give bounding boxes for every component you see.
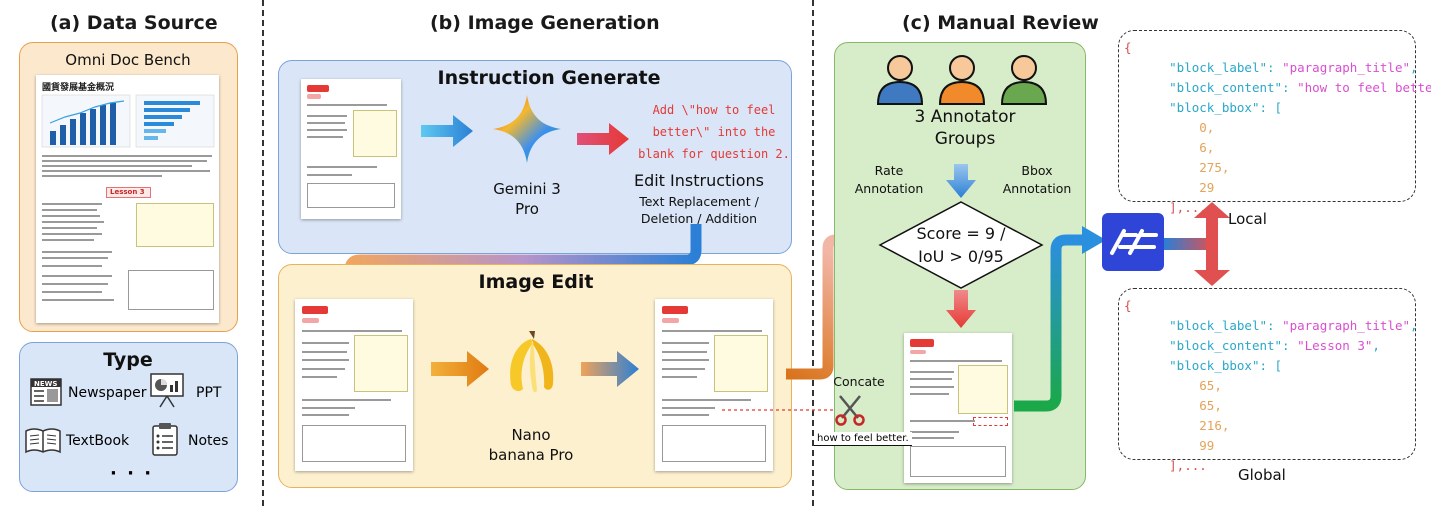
- ppt-icon: [150, 373, 184, 408]
- type-textbook: TextBook: [66, 433, 130, 449]
- instruction-generate-title: Instruction Generate: [437, 67, 661, 89]
- type-panel: Type NEWS Newspaper PPT TextBook Notes ·: [19, 342, 238, 492]
- connector-logo-to-outputs: [1164, 202, 1230, 286]
- data-source-panel: Omni Doc Bench 國貨發展基金概況 Lesson 3: [19, 42, 238, 332]
- instruction-generate-panel: Instruction Generate Gemini 3 Pro Add \"…: [278, 60, 792, 254]
- rate-annotation-label: Rate Annotation: [854, 163, 924, 196]
- notes-icon: [152, 423, 178, 456]
- concate-label: Concate: [833, 374, 885, 389]
- global-json-box: [1118, 288, 1416, 460]
- decision-diamond: [878, 201, 1044, 289]
- omni-doc-sample: 國貨發展基金概況 Lesson 3: [36, 75, 219, 323]
- divider-right: [812, 0, 814, 506]
- doc-title: 國貨發展基金概況: [42, 83, 115, 93]
- local-label: Local: [1228, 210, 1267, 228]
- section-title-data-source: (a) Data Source: [50, 12, 218, 34]
- edit-types-label: Text Replacement / Deletion / Addition: [639, 194, 759, 226]
- arrow-doc-to-nano: [431, 351, 489, 387]
- annotator-groups-label: 3 Annotator Groups: [914, 107, 1016, 149]
- instruction-source-doc: [301, 79, 401, 219]
- svg-text:NEWS: NEWS: [34, 380, 57, 388]
- instruction-text: Add \"how to feel better\" into the blan…: [638, 103, 790, 161]
- arrow-annotators-to-decision: [946, 164, 976, 198]
- nano-label: Nano banana Pro: [488, 426, 574, 464]
- gemini-star-icon: [493, 95, 561, 163]
- image-edit-title: Image Edit: [478, 271, 594, 293]
- edit-output-doc: [655, 299, 773, 471]
- review-doc: [904, 333, 1012, 483]
- paddle-logo-mark: [1110, 229, 1158, 255]
- global-label: Global: [1238, 466, 1286, 484]
- edit-input-doc: [295, 299, 413, 471]
- bbox-annotation-label: Bbox Annotation: [1002, 163, 1072, 196]
- annotator-people-icon: [876, 55, 1048, 105]
- arrow-doc-to-gemini: [421, 115, 473, 147]
- banana-icon: [510, 331, 554, 393]
- type-newspaper: Newspaper: [68, 385, 147, 401]
- textbook-icon: [25, 428, 61, 454]
- arrow-gemini-to-instruction: [577, 123, 629, 155]
- image-edit-panel: Image Edit Nano banana Pro: [278, 264, 792, 488]
- doc-chart-figure: [41, 94, 215, 148]
- connector-review-to-logo: [1014, 226, 1106, 412]
- gemini-label: Gemini 3 Pro: [493, 180, 561, 218]
- section-title-manual-review: (c) Manual Review: [902, 12, 1099, 34]
- local-json-box: [1118, 30, 1416, 202]
- type-title: Type: [103, 349, 153, 371]
- newspaper-icon: NEWS: [30, 378, 62, 406]
- divider-left: [262, 0, 264, 506]
- paddle-logo: [1102, 213, 1164, 271]
- type-notes: Notes: [188, 433, 229, 449]
- scissors-icon: [835, 395, 865, 426]
- local-json: { "block_label": "paragraph_title", "blo…: [1124, 40, 1431, 215]
- omni-doc-bench-label: Omni Doc Bench: [65, 51, 191, 69]
- arrow-nano-to-output: [581, 351, 639, 387]
- edit-instructions-label: Edit Instructions: [633, 171, 765, 190]
- type-ellipsis: · · ·: [110, 463, 154, 484]
- arrow-decision-to-doc: [946, 290, 976, 328]
- decision-label: Score = 9 / IoU > 0/95: [916, 224, 1006, 266]
- type-ppt: PPT: [196, 385, 222, 401]
- section-title-image-generation: (b) Image Generation: [430, 12, 660, 34]
- global-json: { "block_label": "paragraph_title", "blo…: [1124, 298, 1418, 473]
- snippet-text: how to feel better.: [814, 432, 912, 446]
- doc-lesson-tag: Lesson 3: [110, 188, 145, 196]
